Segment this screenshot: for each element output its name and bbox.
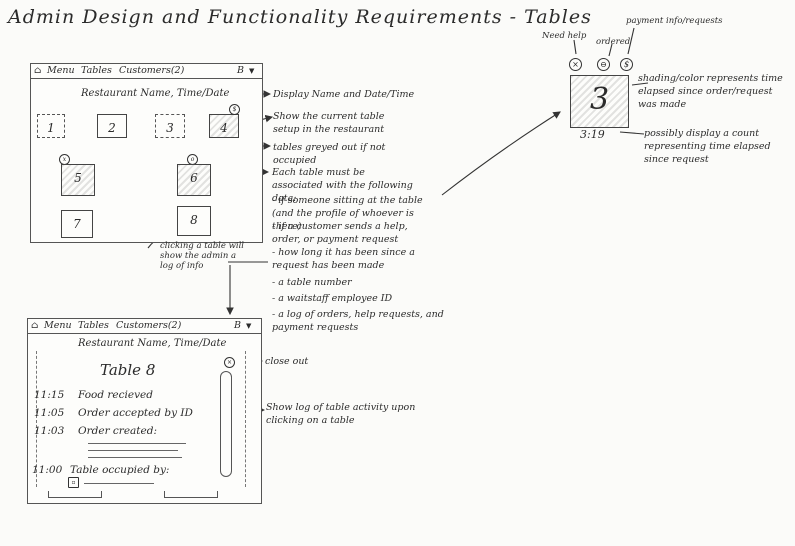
ordered-icon: ⊖ [597,58,610,71]
associated-data-intro: Each table must be associated with the f… [272,167,413,204]
restaurant-subtitle: Restaurant Name, Time/Date [81,88,230,99]
table-title: Table 8 [100,361,156,379]
nav-bar: ⌂ Menu Tables Customers(2) B ▼ [28,319,261,334]
assoc-item-2: - if a customer sends a help, order, or … [272,221,408,245]
close-out-note: close out [265,356,309,367]
assoc-item-1: - if someone sitting at the table (and t… [272,195,423,232]
tables-overview-mockup: ⌂ Menu Tables Customers(2) B ▼ Restauran… [30,63,263,243]
table-log-mockup: ⌂ Menu Tables Customers(2) B ▼ Restauran… [27,318,262,504]
payment-icon: $ [620,58,633,71]
elapsed-time: 3:19 [580,128,605,141]
log-text: Food recieved [78,389,153,401]
close-icon[interactable]: × [224,357,235,368]
log-time: 11:03 [34,425,65,437]
footer-button-left[interactable] [48,491,102,498]
greyed-out-note: tables greyed out if not occupied [273,142,386,166]
order-detail-line [88,443,186,444]
log-text: Order accepted by ID [78,407,193,419]
log-panel [36,351,246,487]
nav-menu[interactable]: Menu [47,65,75,76]
footer-button-right[interactable] [164,491,218,498]
user-menu[interactable]: B [234,320,241,331]
nav-customers[interactable]: Customers(2) [119,65,185,76]
home-icon[interactable]: ⌂ [34,65,42,76]
table-6[interactable]: 6 [177,164,211,196]
scrollbar[interactable] [220,371,232,477]
profile-icon: ▫ [68,477,79,488]
home-icon[interactable]: ⌂ [31,320,39,331]
shading-note: shading/color represents time elapsed si… [638,73,783,110]
table-5[interactable]: 5 [61,164,95,196]
help-request-icon: × [569,58,582,71]
log-time: 11:05 [34,407,65,419]
payment-label: payment info/requests [626,16,723,26]
payment-badge-icon: $ [229,104,240,115]
click-table-note: clicking a table will show the admin a l… [160,241,245,271]
table-number: 3 [589,82,610,117]
occupant-line [84,483,154,484]
log-text: Table occupied by: [70,464,170,476]
log-text: Order created: [78,425,157,437]
nav-bar: ⌂ Menu Tables Customers(2) B ▼ [31,64,262,79]
table-7[interactable]: 7 [61,210,93,238]
table-detail-box[interactable]: 3 [570,75,629,128]
user-menu[interactable]: B [237,65,244,76]
count-note: possibly display a count representing ti… [644,128,771,165]
need-help-label: Need help [542,31,587,41]
page-title: Admin Design and Functionality Requireme… [8,6,592,28]
log-time: 11:15 [34,389,65,401]
nav-tables[interactable]: Tables [78,320,109,331]
table-setup-note: Show the current table setup in the rest… [273,111,385,135]
assoc-item-4: - a table number [272,277,352,288]
table-8[interactable]: 8 [177,206,211,236]
log-time: 11:00 [32,464,63,476]
restaurant-subtitle: Restaurant Name, Time/Date [78,338,227,349]
table-4[interactable]: 4 [209,114,239,138]
chevron-down-icon[interactable]: ▼ [246,322,252,330]
nav-menu[interactable]: Menu [44,320,72,331]
nav-tables[interactable]: Tables [81,65,112,76]
ordered-label: ordered [596,37,631,47]
chevron-down-icon[interactable]: ▼ [249,67,255,75]
assoc-item-6: - a log of orders, help requests, and pa… [272,309,444,333]
log-activity-note: Show log of table activity upon clicking… [266,402,416,426]
order-detail-line [88,457,182,458]
display-note: Display Name and Date/Time [273,89,415,100]
nav-customers[interactable]: Customers(2) [116,320,182,331]
table-1[interactable]: 1 [37,114,65,138]
order-detail-line [88,450,178,451]
assoc-item-5: - a waitstaff employee ID [272,293,393,304]
assoc-item-3: - how long it has been since a request h… [272,247,415,271]
table-3[interactable]: 3 [155,114,185,138]
table-2[interactable]: 2 [97,114,127,138]
